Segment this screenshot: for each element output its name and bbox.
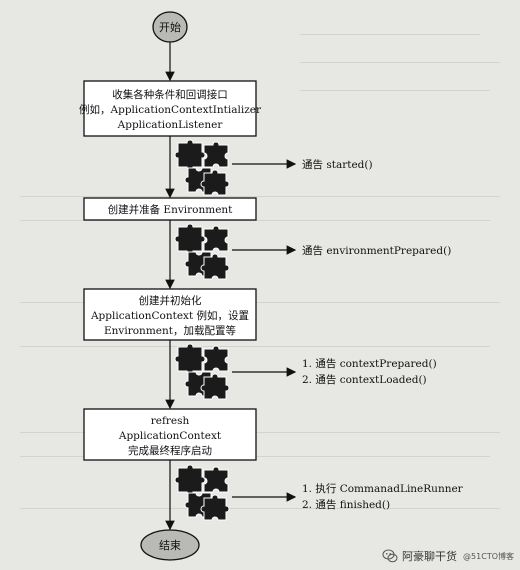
end-node [140, 529, 200, 561]
step-box-collect [83, 80, 257, 137]
notification-label: 通告 environmentPrepared() [302, 244, 451, 257]
step-label: 完成最终程序启动 [128, 444, 212, 457]
end-label: 结束 [159, 539, 181, 552]
background-line [20, 196, 500, 197]
puzzle-pieces-icon [174, 464, 230, 521]
background-line [20, 432, 500, 433]
background-line [300, 34, 480, 35]
notification-label: 2. 通告 finished() [302, 498, 390, 511]
notification-label: 通告 started() [302, 158, 373, 171]
step-label: Environment，加载配置等 [104, 324, 236, 337]
wechat-icon [382, 549, 398, 563]
notification-label: 1. 执行 CommanadLineRunner [302, 482, 464, 495]
background-line [20, 302, 500, 303]
notification-label: 1. 通告 contextPrepared() [302, 357, 437, 370]
notification-label: 2. 通告 contextLoaded() [302, 373, 427, 386]
watermark-text: 阿豪聊干货 [402, 550, 458, 563]
start-label: 开始 [159, 20, 181, 34]
step-box-refresh [83, 408, 257, 461]
background-line [20, 346, 490, 347]
puzzle-pieces-icon [174, 223, 230, 280]
puzzle-pieces-icon [174, 343, 230, 400]
background-line [300, 90, 490, 91]
step-label: 收集各种条件和回调接口 [112, 88, 228, 101]
step-label: ApplicationContext [118, 430, 222, 442]
puzzle-pieces-icon [174, 139, 230, 196]
step-label: ApplicationContext 例如，设置 [90, 309, 249, 322]
watermark: 阿豪聊干货 @51CTO博客 [382, 548, 514, 564]
background-line [20, 508, 500, 509]
step-label: 创建并准备 Environment [108, 203, 234, 216]
step-label: refresh [151, 415, 190, 427]
step-label: 例如，ApplicationContextIntializer [79, 103, 262, 116]
step-label: 创建并初始化 [139, 294, 202, 307]
step-label: ApplicationListener [117, 119, 224, 131]
watermark-source: @51CTO博客 [463, 551, 514, 561]
background-line [300, 62, 500, 63]
